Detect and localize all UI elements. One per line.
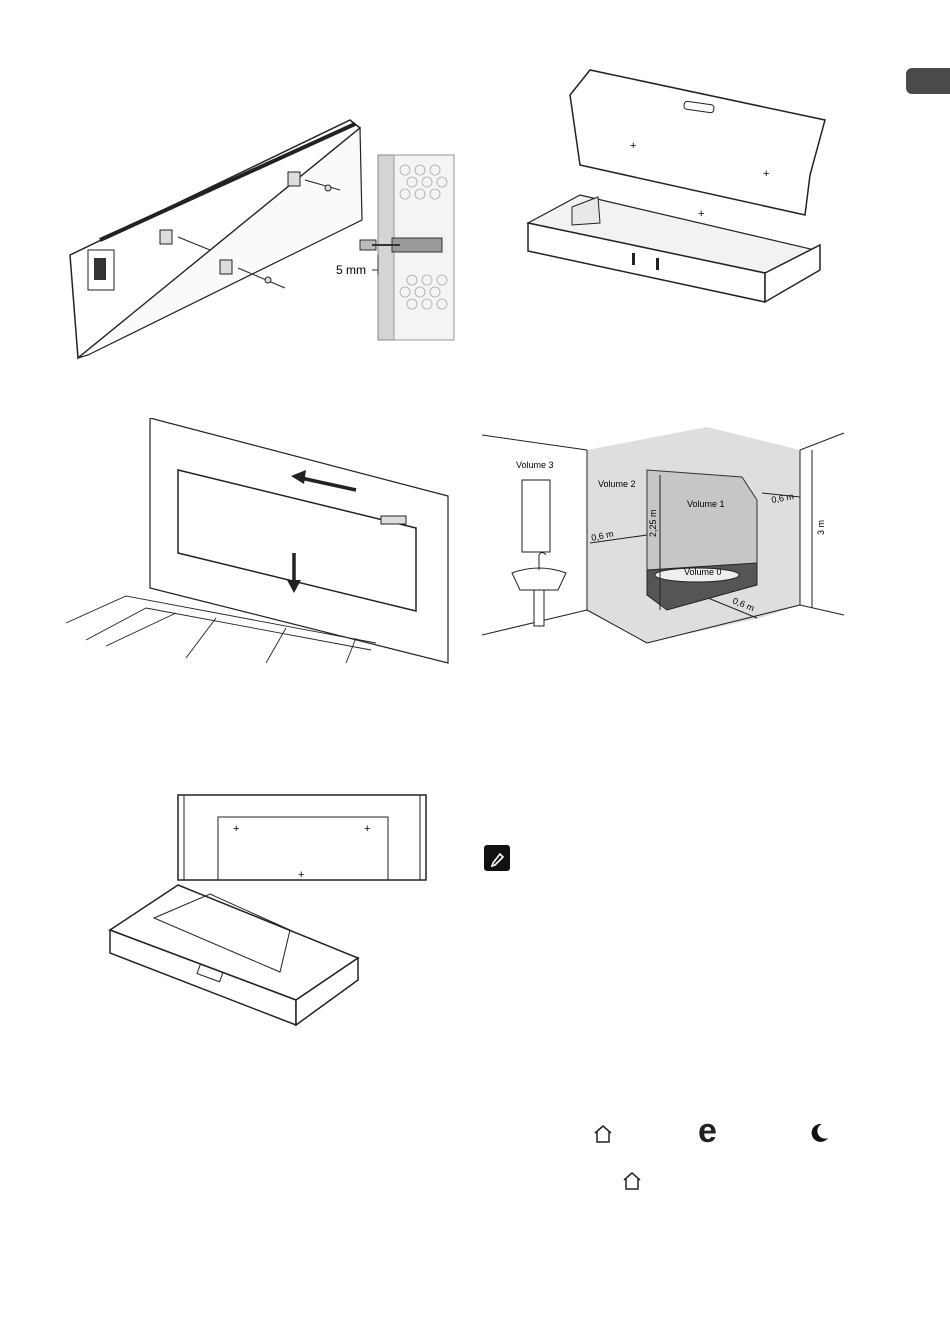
svg-text:+: +: [364, 823, 370, 835]
home-icon: [621, 1170, 643, 1197]
note-pencil-icon: [484, 845, 510, 871]
moon-icon: [808, 1122, 830, 1149]
figure-heater-on-wall: [66, 418, 451, 668]
svg-text:+: +: [698, 208, 704, 220]
label-volume3: Volume 3: [516, 460, 554, 470]
section-tab: [906, 68, 950, 94]
eco-icon: e: [698, 1114, 717, 1148]
svg-text:+: +: [233, 823, 239, 835]
figure-packaging-boxes: + + +: [100, 790, 440, 1030]
svg-text:+: +: [630, 140, 636, 152]
label-height-room: 3 m: [816, 520, 826, 535]
svg-text:+: +: [763, 168, 769, 180]
label-volume0: Volume 0: [684, 567, 722, 577]
label-volume2: Volume 2: [598, 479, 636, 489]
figure-bathroom-volumes: Volume 3 Volume 2 Volume 1 Volume 0 0,6 …: [482, 425, 847, 655]
figure-wall-mounting: 5 mm: [60, 110, 460, 370]
home-icon: [592, 1123, 614, 1150]
figure-open-box: + + +: [520, 65, 830, 305]
label-height-shower: 2,25 m: [648, 509, 658, 537]
label-volume1: Volume 1: [687, 499, 725, 509]
eco-glyph: e: [698, 1112, 717, 1150]
svg-text:+: +: [298, 869, 304, 881]
gap-label: 5 mm: [336, 263, 366, 277]
